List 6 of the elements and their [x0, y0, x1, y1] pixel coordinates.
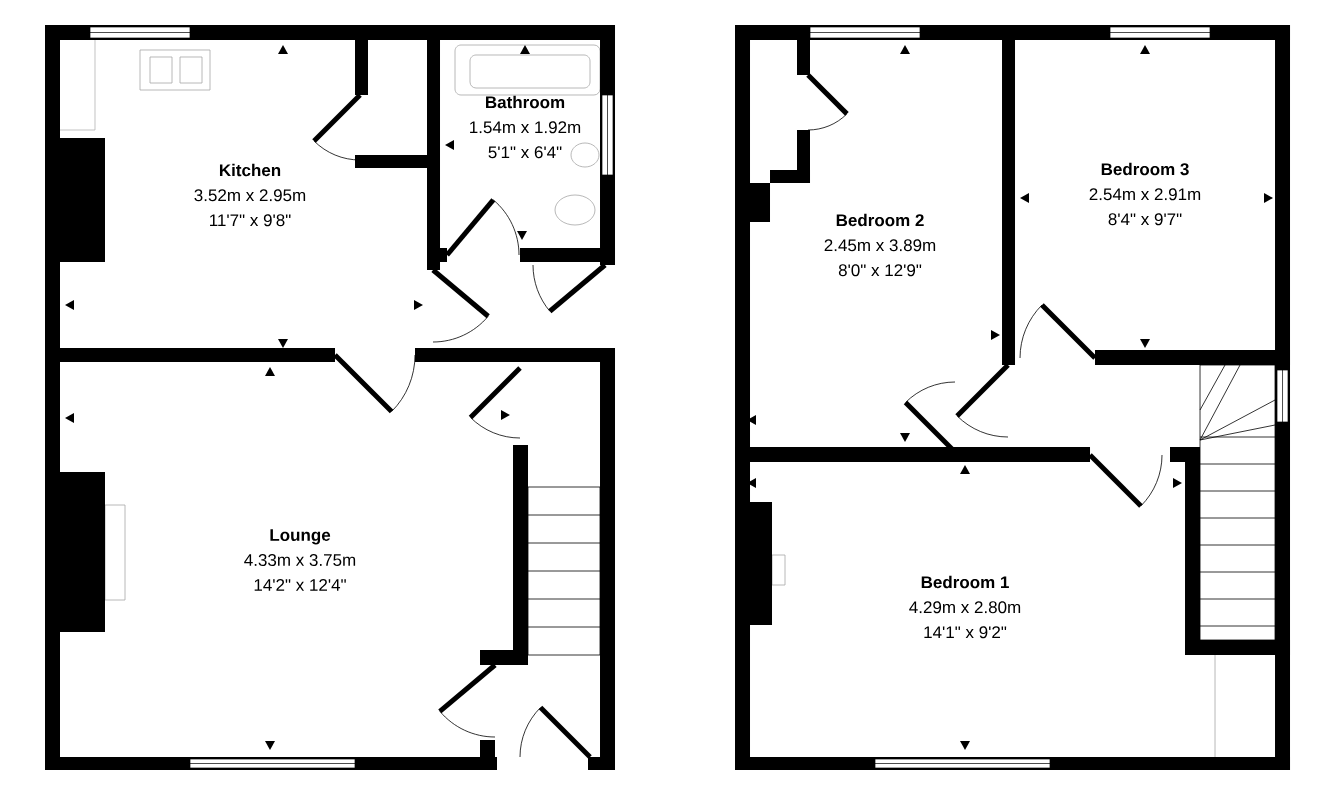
- room-label: Bathroom 1.54m x 1.92m 5'1" x 6'4": [470, 95, 581, 159]
- room-label: Bedroom 1 4.29m x 2.80m 14'1" x 9'2": [909, 575, 1021, 639]
- room-label: Bedroom 3 2.54m x 2.91m 8'4" x 9'7": [1089, 162, 1201, 226]
- room-label: Lounge 4.33m x 3.75m 14'2" x 12'4": [244, 529, 356, 591]
- room-label: Bedroom 2 2.45m x 3.89m 8'0" x 12'9": [824, 213, 936, 277]
- room-label: Kitchen 3.52m x 2.95m 11'7" x 9'8": [194, 163, 306, 227]
